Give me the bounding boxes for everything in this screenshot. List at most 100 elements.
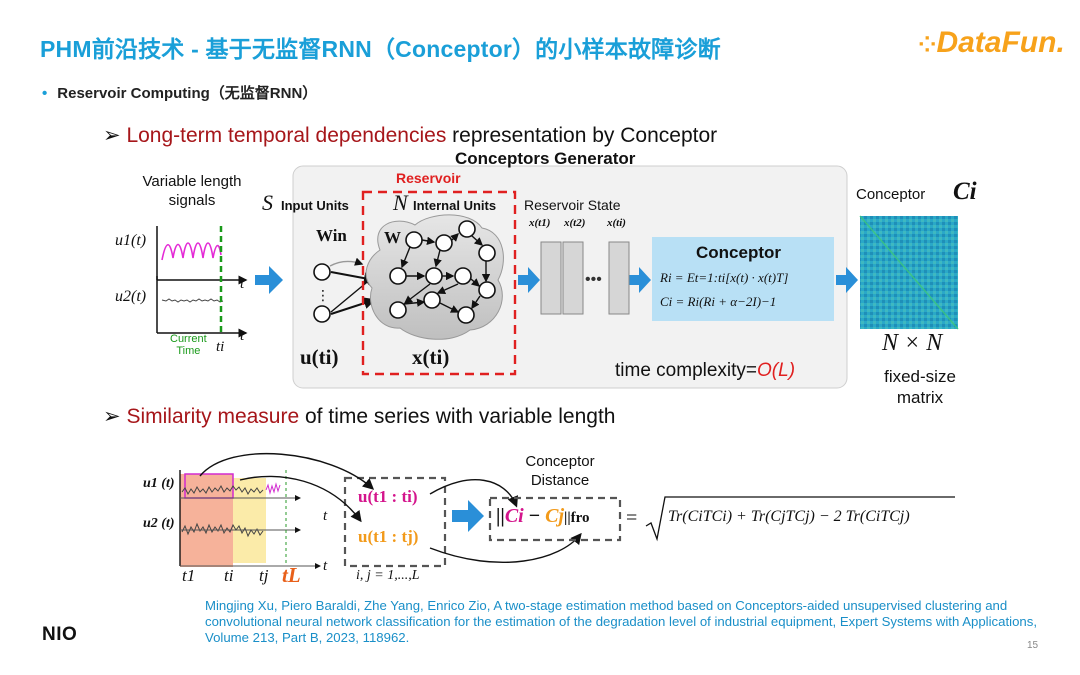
page-title: PHM前沿技术 - 基于无监督RNN（Conceptor）的小样本故障诊断 (40, 36, 721, 62)
t-axis-label-1: t (240, 276, 245, 292)
time-complexity: time complexity=O(L) (615, 360, 795, 382)
matrix-caption: fixed-size matrix (868, 366, 972, 408)
w-label: W (384, 228, 401, 247)
n-label: N (393, 190, 408, 215)
current-time-line1: Current (170, 333, 207, 345)
page-number: 15 (1027, 640, 1039, 651)
internal-units-label: Internal Units (413, 198, 497, 213)
logo-text: DataFun. (936, 26, 1065, 59)
arrow-bullet-icon: ➢ (103, 405, 121, 428)
formula-r: Ri = Et=1:ti[x(t) · x(t)T] (660, 270, 789, 285)
reservoir-state-label: Reservoir State (524, 197, 621, 213)
equals-sign: = (626, 507, 638, 529)
cj-term: Cj (545, 505, 565, 527)
t1-label: t1 (182, 566, 196, 585)
t-axis-label-2: t (240, 328, 245, 344)
sim-t-label-1: t (323, 508, 328, 524)
reservoir-label: Reservoir (396, 170, 461, 186)
current-time-label: Current Time (170, 333, 207, 357)
bullet-text: Reservoir Computing（无监督RNN） (57, 85, 318, 102)
minus-sign: − (528, 505, 541, 527)
conceptor-box-title: Conceptor (696, 243, 781, 262)
bullet-point: • Reservoir Computing（无监督RNN） (42, 82, 317, 103)
norm-right: ||fro (564, 510, 590, 526)
u1-label: u1(t) (115, 232, 147, 249)
arrow-bullet-icon: ➢ (103, 124, 121, 147)
flow-arrow-icon (255, 266, 283, 294)
curve-arrow-ui (199, 453, 375, 490)
section1-heading: ➢ Long-term temporal dependencies repres… (103, 123, 717, 148)
section1-rest: representation by Conceptor (446, 124, 718, 147)
internal-units (389, 220, 496, 324)
input-units-label: Input Units (281, 198, 349, 213)
u-ti-label: u(ti) (300, 345, 339, 369)
signal-u1-plot (156, 226, 248, 285)
distance-label-line2: Distance (530, 472, 590, 489)
curve-arrow-uj (239, 475, 362, 523)
conceptor-label: Conceptor (856, 186, 926, 203)
distance-expression: ||Ci − Cj||fro (496, 505, 590, 528)
matrix-caption-line2: matrix (896, 388, 944, 407)
s-label: S (262, 190, 273, 215)
distance-label: Conceptor Distance (518, 452, 602, 490)
flow-arrow-icon (836, 267, 858, 293)
reservoir-state-bars (540, 241, 630, 315)
section2-rest: of time series with variable length (299, 405, 616, 428)
u-segment-i: u(t1 : ti) (358, 487, 418, 506)
internal-connections (400, 233, 491, 313)
matrix-dims: N × N (882, 330, 943, 356)
tj-sim-label: tj (259, 566, 269, 585)
current-time-line2: Time (176, 345, 201, 357)
w-in-label: Win (316, 226, 347, 245)
signal-u2-plot (156, 276, 248, 338)
sim-u2-label: u2 (t) (143, 516, 175, 531)
sim-t-label-2: t (323, 558, 328, 574)
reservoir-box (361, 190, 517, 376)
ci-term: Ci (504, 505, 524, 527)
norm-left: || (496, 505, 505, 527)
segments-box (343, 476, 447, 568)
similarity-u1-plot (179, 470, 321, 569)
svg-text:•••: ••• (585, 271, 602, 288)
signals-label-line2: signals (168, 192, 216, 209)
curve-arrow-ci (429, 479, 519, 508)
state-label-1: x(t1) (529, 217, 551, 229)
trace-formula: Tr(CiTCi) + Tr(CjTCj) − 2 Tr(CiTCj) (668, 508, 910, 525)
generator-title: Conceptors Generator (455, 149, 636, 168)
index-range: i, j = 1,...,L (356, 568, 420, 583)
section1-highlight: Long-term temporal dependencies (126, 124, 447, 147)
flow-arrow-icon (629, 267, 651, 293)
section2-heading: ➢ Similarity measure of time series with… (103, 404, 615, 429)
bullet-dot-icon: • (42, 85, 48, 102)
signals-label: Variable length signals (133, 172, 251, 210)
u2-label: u2(t) (115, 288, 147, 305)
section2-highlight: Similarity measure (126, 405, 300, 428)
sim-u1-label: u1 (t) (143, 476, 175, 491)
curve-arrow-cj (429, 532, 582, 564)
state-label-2: x(t2) (564, 217, 586, 229)
citation-text: Mingjing Xu, Piero Baraldi, Zhe Yang, En… (205, 598, 1037, 645)
time-complexity-prefix: time complexity= (615, 360, 758, 381)
ci-symbol: Ci (953, 178, 977, 205)
ti-sim-label: ti (224, 566, 234, 585)
datafun-logo: ⁘DataFun. (918, 26, 1065, 60)
formula-c: Ci = Ri(Ri + α−2I)−1 (660, 294, 777, 309)
tl-label: tL (282, 563, 301, 587)
time-complexity-value: O(L) (757, 360, 796, 381)
ti-label: ti (216, 339, 225, 355)
x-ti-label: x(ti) (412, 345, 450, 369)
flow-arrow-icon (518, 267, 540, 293)
conceptor-formula-box (652, 237, 834, 321)
distance-box (488, 496, 622, 542)
distance-label-line1: Conceptor (525, 453, 595, 470)
matrix-caption-line1: fixed-size (884, 367, 956, 386)
signals-label-line1: Variable length (142, 173, 242, 190)
input-units (313, 263, 331, 323)
sqrt-symbol (645, 496, 955, 542)
state-label-3: x(ti) (607, 217, 626, 229)
flow-arrow-icon (452, 500, 484, 532)
logo-dots-icon: ⁘ (918, 32, 936, 57)
svg-text:⋮: ⋮ (316, 287, 330, 303)
u-segment-j: u(t1 : tj) (358, 527, 419, 546)
